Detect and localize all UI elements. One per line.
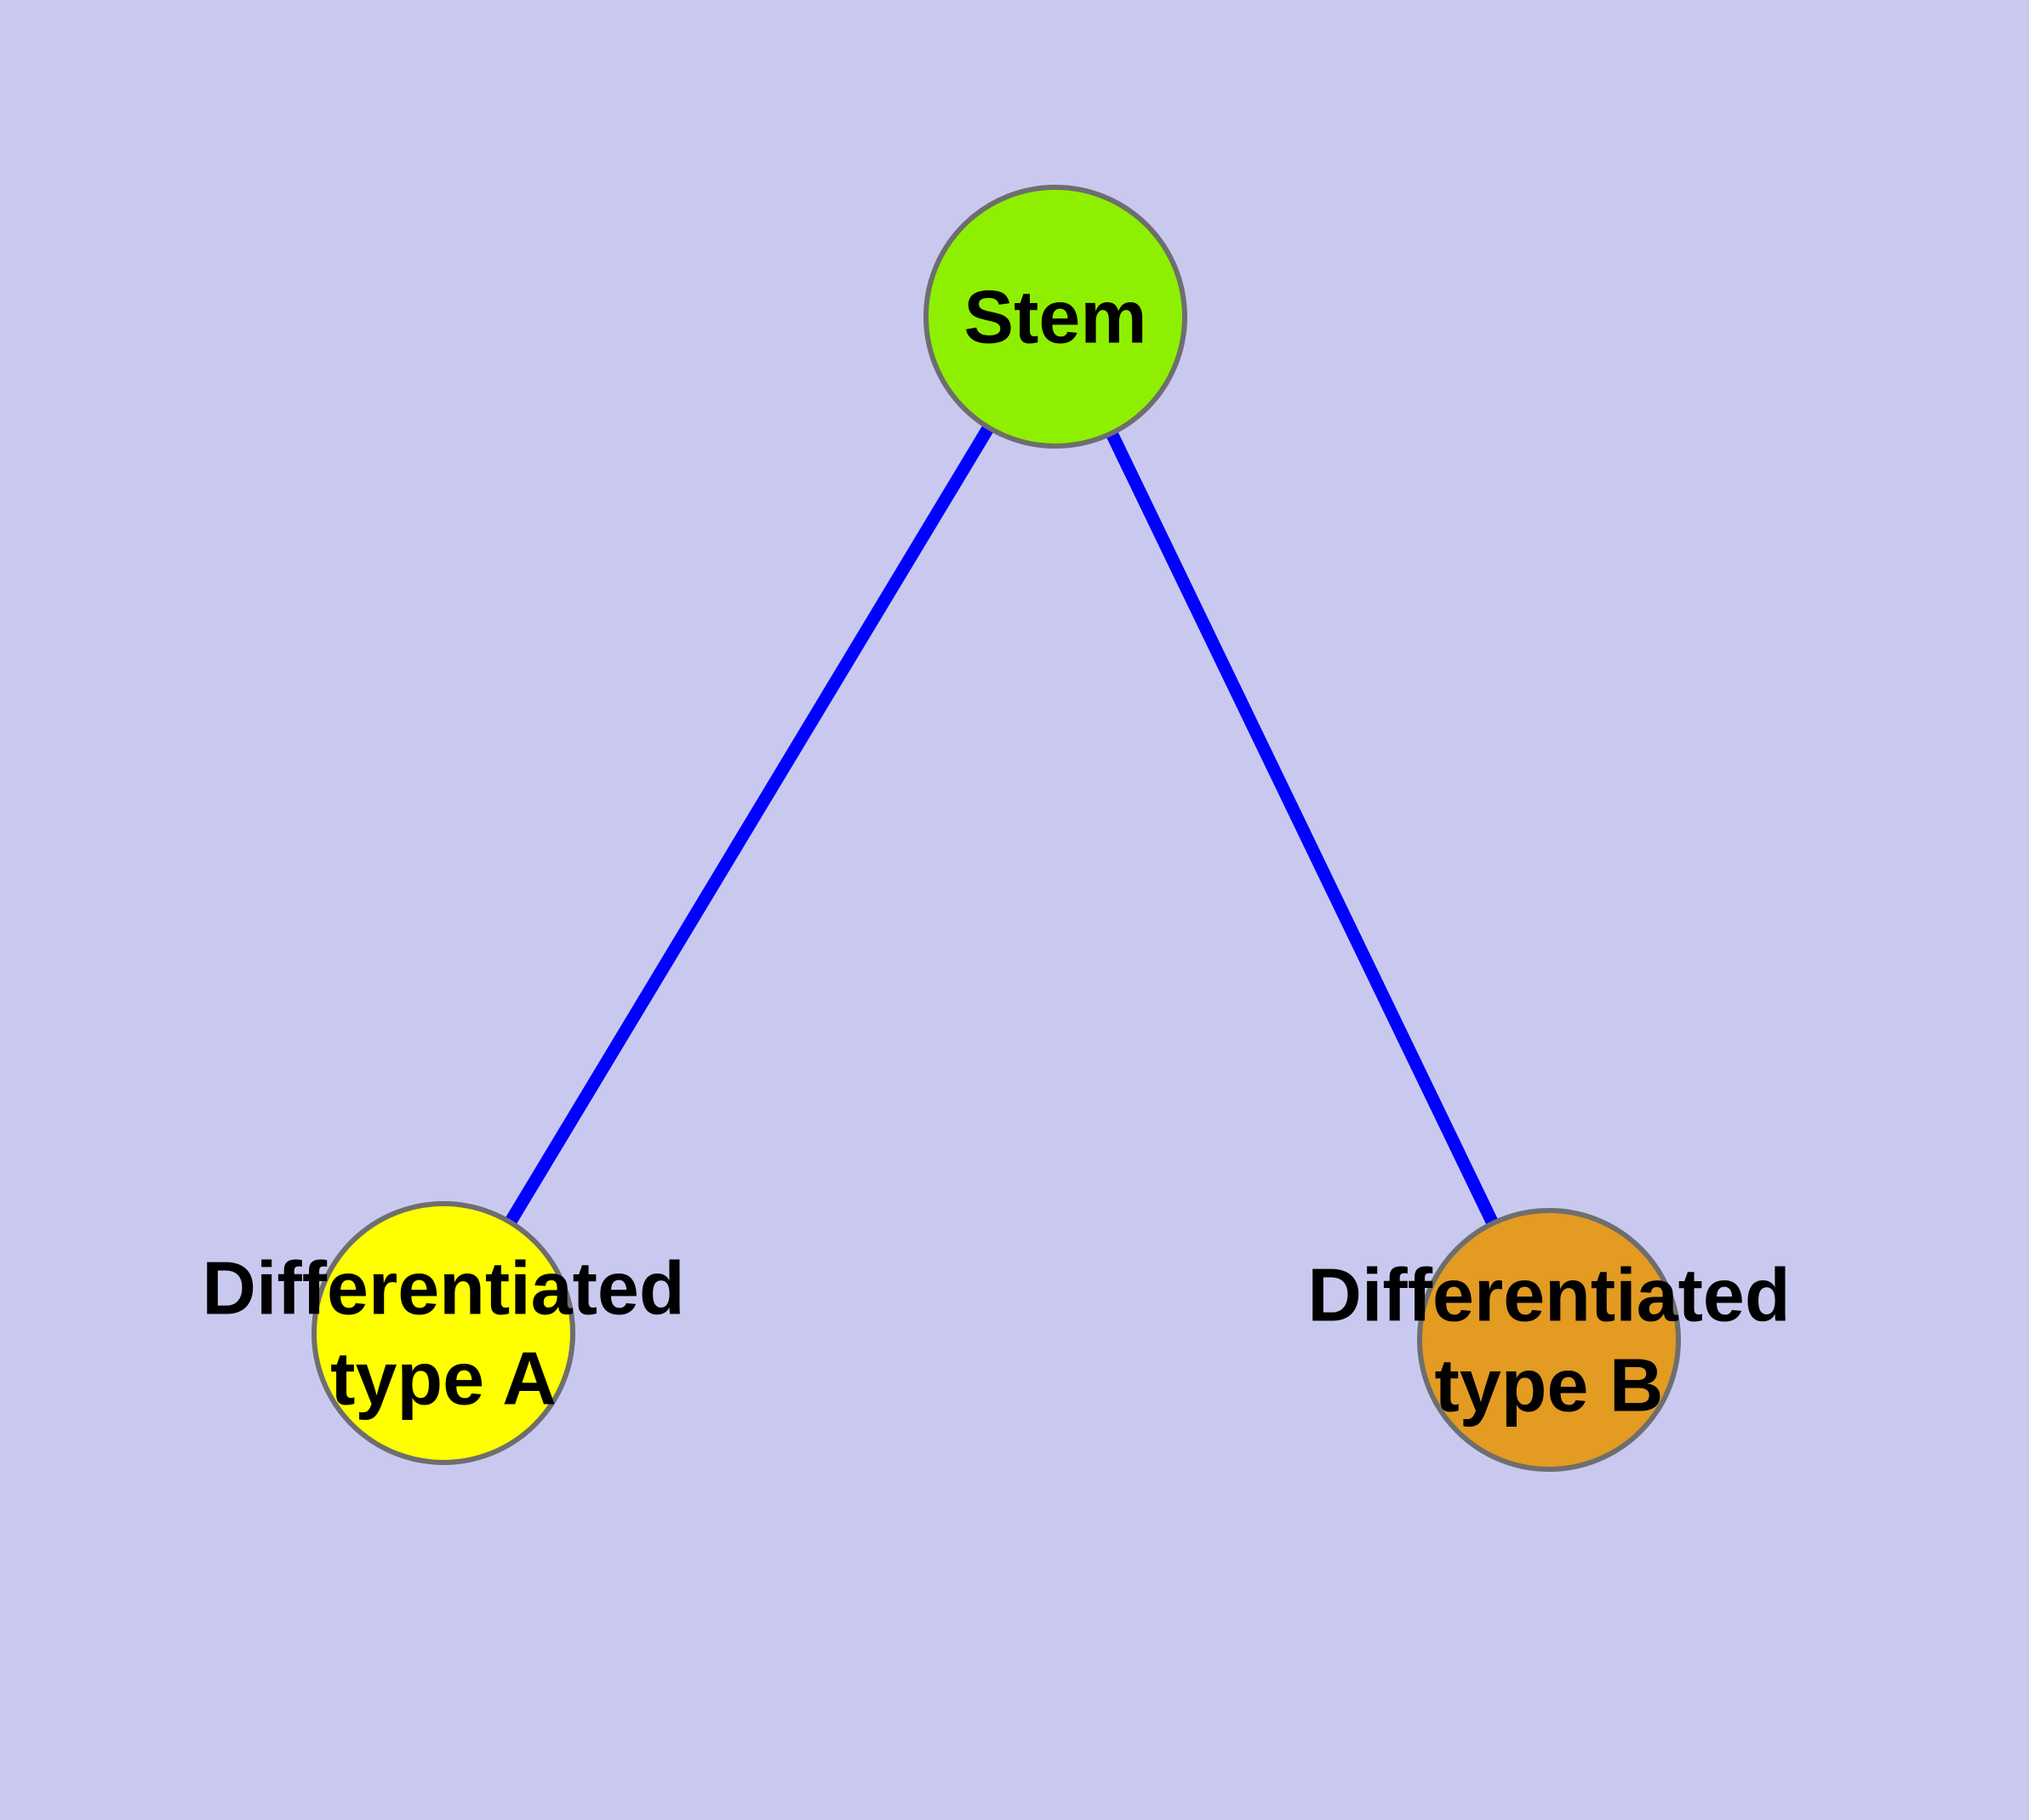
node-diff-a-label-line1: Differentiated bbox=[202, 1246, 684, 1331]
node-diff-b-label-line1: Differentiated bbox=[1307, 1253, 1790, 1337]
node-diff-a-label-line2: type A bbox=[330, 1336, 557, 1421]
node-stem-label-line1: Stem bbox=[963, 275, 1146, 359]
edge-stem-to-diff-a bbox=[437, 313, 1061, 1336]
node-diff-a-circle bbox=[311, 1201, 575, 1465]
node-stem-circle bbox=[923, 185, 1187, 449]
node-diff-b-label-line2: type B bbox=[1435, 1343, 1664, 1428]
edge-stem-to-diff-b bbox=[1049, 313, 1555, 1343]
node-diff-b-circle bbox=[1417, 1208, 1681, 1472]
